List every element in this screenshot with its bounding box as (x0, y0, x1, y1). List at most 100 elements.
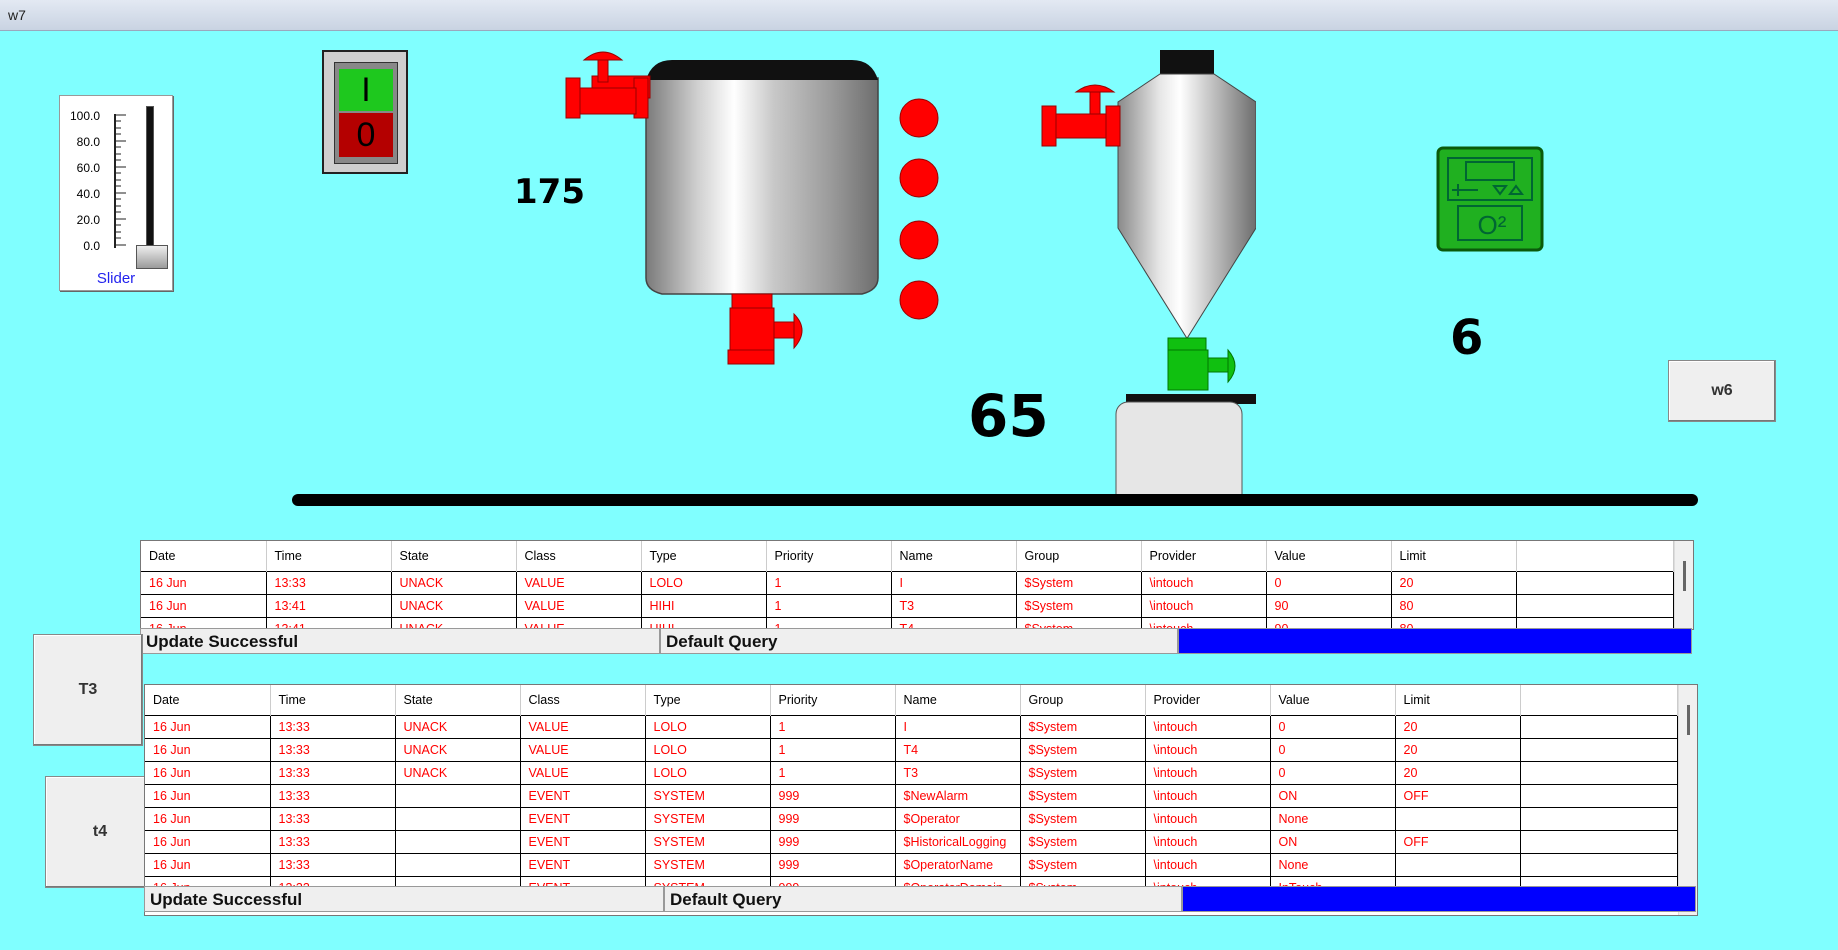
hmi-canvas: 100.0 80.0 60.0 40.0 20.0 0.0 Slider I 0… (0, 30, 1838, 950)
table-cell: I (895, 715, 1021, 739)
column-header[interactable]: Group (1016, 541, 1142, 572)
table-cell: $NewAlarm (895, 784, 1021, 808)
column-header[interactable]: State (395, 685, 521, 716)
column-header[interactable]: Value (1270, 685, 1396, 716)
table-cell: 16 Jun (145, 807, 271, 831)
column-header[interactable]: Time (270, 685, 396, 716)
column-header[interactable]: Date (141, 541, 267, 572)
table-cell: UNACK (391, 571, 517, 595)
column-header[interactable]: Class (520, 685, 646, 716)
table-cell: OFF (1395, 830, 1521, 854)
column-header[interactable]: Group (1020, 685, 1146, 716)
table-cell: SYSTEM (645, 830, 771, 854)
column-header[interactable]: Time (266, 541, 392, 572)
table-cell: ON (1270, 830, 1396, 854)
table-cell: I (891, 571, 1017, 595)
column-header[interactable]: Priority (766, 541, 892, 572)
table-cell: \intouch (1145, 715, 1271, 739)
slider-tick-label: 40.0 (76, 187, 100, 201)
table-cell: $System (1016, 617, 1142, 629)
table-cell: 1 (766, 594, 892, 618)
slider-thumb[interactable] (136, 245, 168, 269)
vertical-scrollbar[interactable] (1678, 685, 1697, 915)
alarm-grid-top[interactable]: Date Time State Class Type Priority Name… (140, 540, 1694, 630)
alarm-grid-bottom[interactable]: Date Time State Class Type Priority Name… (144, 684, 1698, 916)
slider-caption: Slider (96, 270, 136, 287)
inlet-valve-icon (565, 51, 651, 119)
table-cell: VALUE (520, 715, 646, 739)
table-cell: 20 (1395, 761, 1521, 785)
table-cell (1395, 853, 1521, 877)
grid-header-row: Date Time State Class Type Priority Name… (141, 541, 1674, 572)
table-cell: $HistoricalLogging (895, 830, 1021, 854)
column-header[interactable]: Limit (1391, 541, 1517, 572)
scrollbar-thumb[interactable] (1687, 705, 1690, 735)
table-cell: 0 (1270, 761, 1396, 785)
table-cell: HIHI (641, 617, 767, 629)
table-cell: None (1270, 807, 1396, 831)
table-cell (395, 830, 521, 854)
column-header[interactable]: Provider (1145, 685, 1271, 716)
table-cell: 90 (1266, 617, 1392, 629)
column-header[interactable]: State (391, 541, 517, 572)
table-cell: $OperatorName (895, 853, 1021, 877)
table-cell: 16 Jun (141, 617, 267, 629)
table-cell: 16 Jun (141, 594, 267, 618)
table-cell: $System (1016, 594, 1142, 618)
table-cell: 80 (1391, 594, 1517, 618)
table-cell: VALUE (516, 571, 642, 595)
table-cell-filler (1520, 784, 1678, 808)
table-cell: 16 Jun (145, 784, 271, 808)
column-header[interactable]: Type (645, 685, 771, 716)
column-header[interactable]: Limit (1395, 685, 1521, 716)
table-cell: T3 (891, 594, 1017, 618)
table-cell: UNACK (391, 594, 517, 618)
column-header[interactable]: Date (145, 685, 271, 716)
conveyor-pipe (292, 494, 1698, 506)
table-cell: 16 Jun (145, 738, 271, 762)
window-title: w7 (8, 7, 26, 23)
tank-level-value: 175 (514, 172, 585, 212)
column-header[interactable]: Priority (770, 685, 896, 716)
t4-button[interactable]: t4 (45, 776, 155, 888)
slider-track[interactable] (146, 106, 154, 260)
table-cell: EVENT (520, 784, 646, 808)
slider-widget[interactable]: 100.0 80.0 60.0 40.0 20.0 0.0 Slider (59, 95, 173, 291)
column-header[interactable]: Class (516, 541, 642, 572)
hopper-graphic (1041, 50, 1256, 494)
table-cell: \intouch (1141, 594, 1267, 618)
column-header[interactable]: Name (891, 541, 1017, 572)
table-cell: \intouch (1145, 853, 1271, 877)
table-cell: HIHI (641, 594, 767, 618)
scrollbar-thumb[interactable] (1683, 561, 1686, 591)
vertical-scrollbar[interactable] (1674, 541, 1693, 629)
table-cell: $Operator (895, 807, 1021, 831)
control-panel-icon[interactable]: O² (1436, 146, 1544, 252)
column-header[interactable]: Provider (1141, 541, 1267, 572)
table-cell: 13:33 (270, 830, 396, 854)
on-off-switch[interactable]: I 0 (322, 50, 408, 174)
column-header[interactable]: Value (1266, 541, 1392, 572)
table-cell-filler (1516, 594, 1674, 618)
column-header[interactable]: Name (895, 685, 1021, 716)
w6-button[interactable]: w6 (1668, 360, 1776, 422)
title-bar: w7 (0, 0, 1838, 31)
table-cell: OFF (1395, 784, 1521, 808)
table-cell (395, 784, 521, 808)
table-cell: UNACK (395, 738, 521, 762)
table-cell: \intouch (1145, 784, 1271, 808)
t3-button[interactable]: T3 (33, 634, 143, 746)
column-header[interactable]: Type (641, 541, 767, 572)
table-cell: 999 (770, 784, 896, 808)
